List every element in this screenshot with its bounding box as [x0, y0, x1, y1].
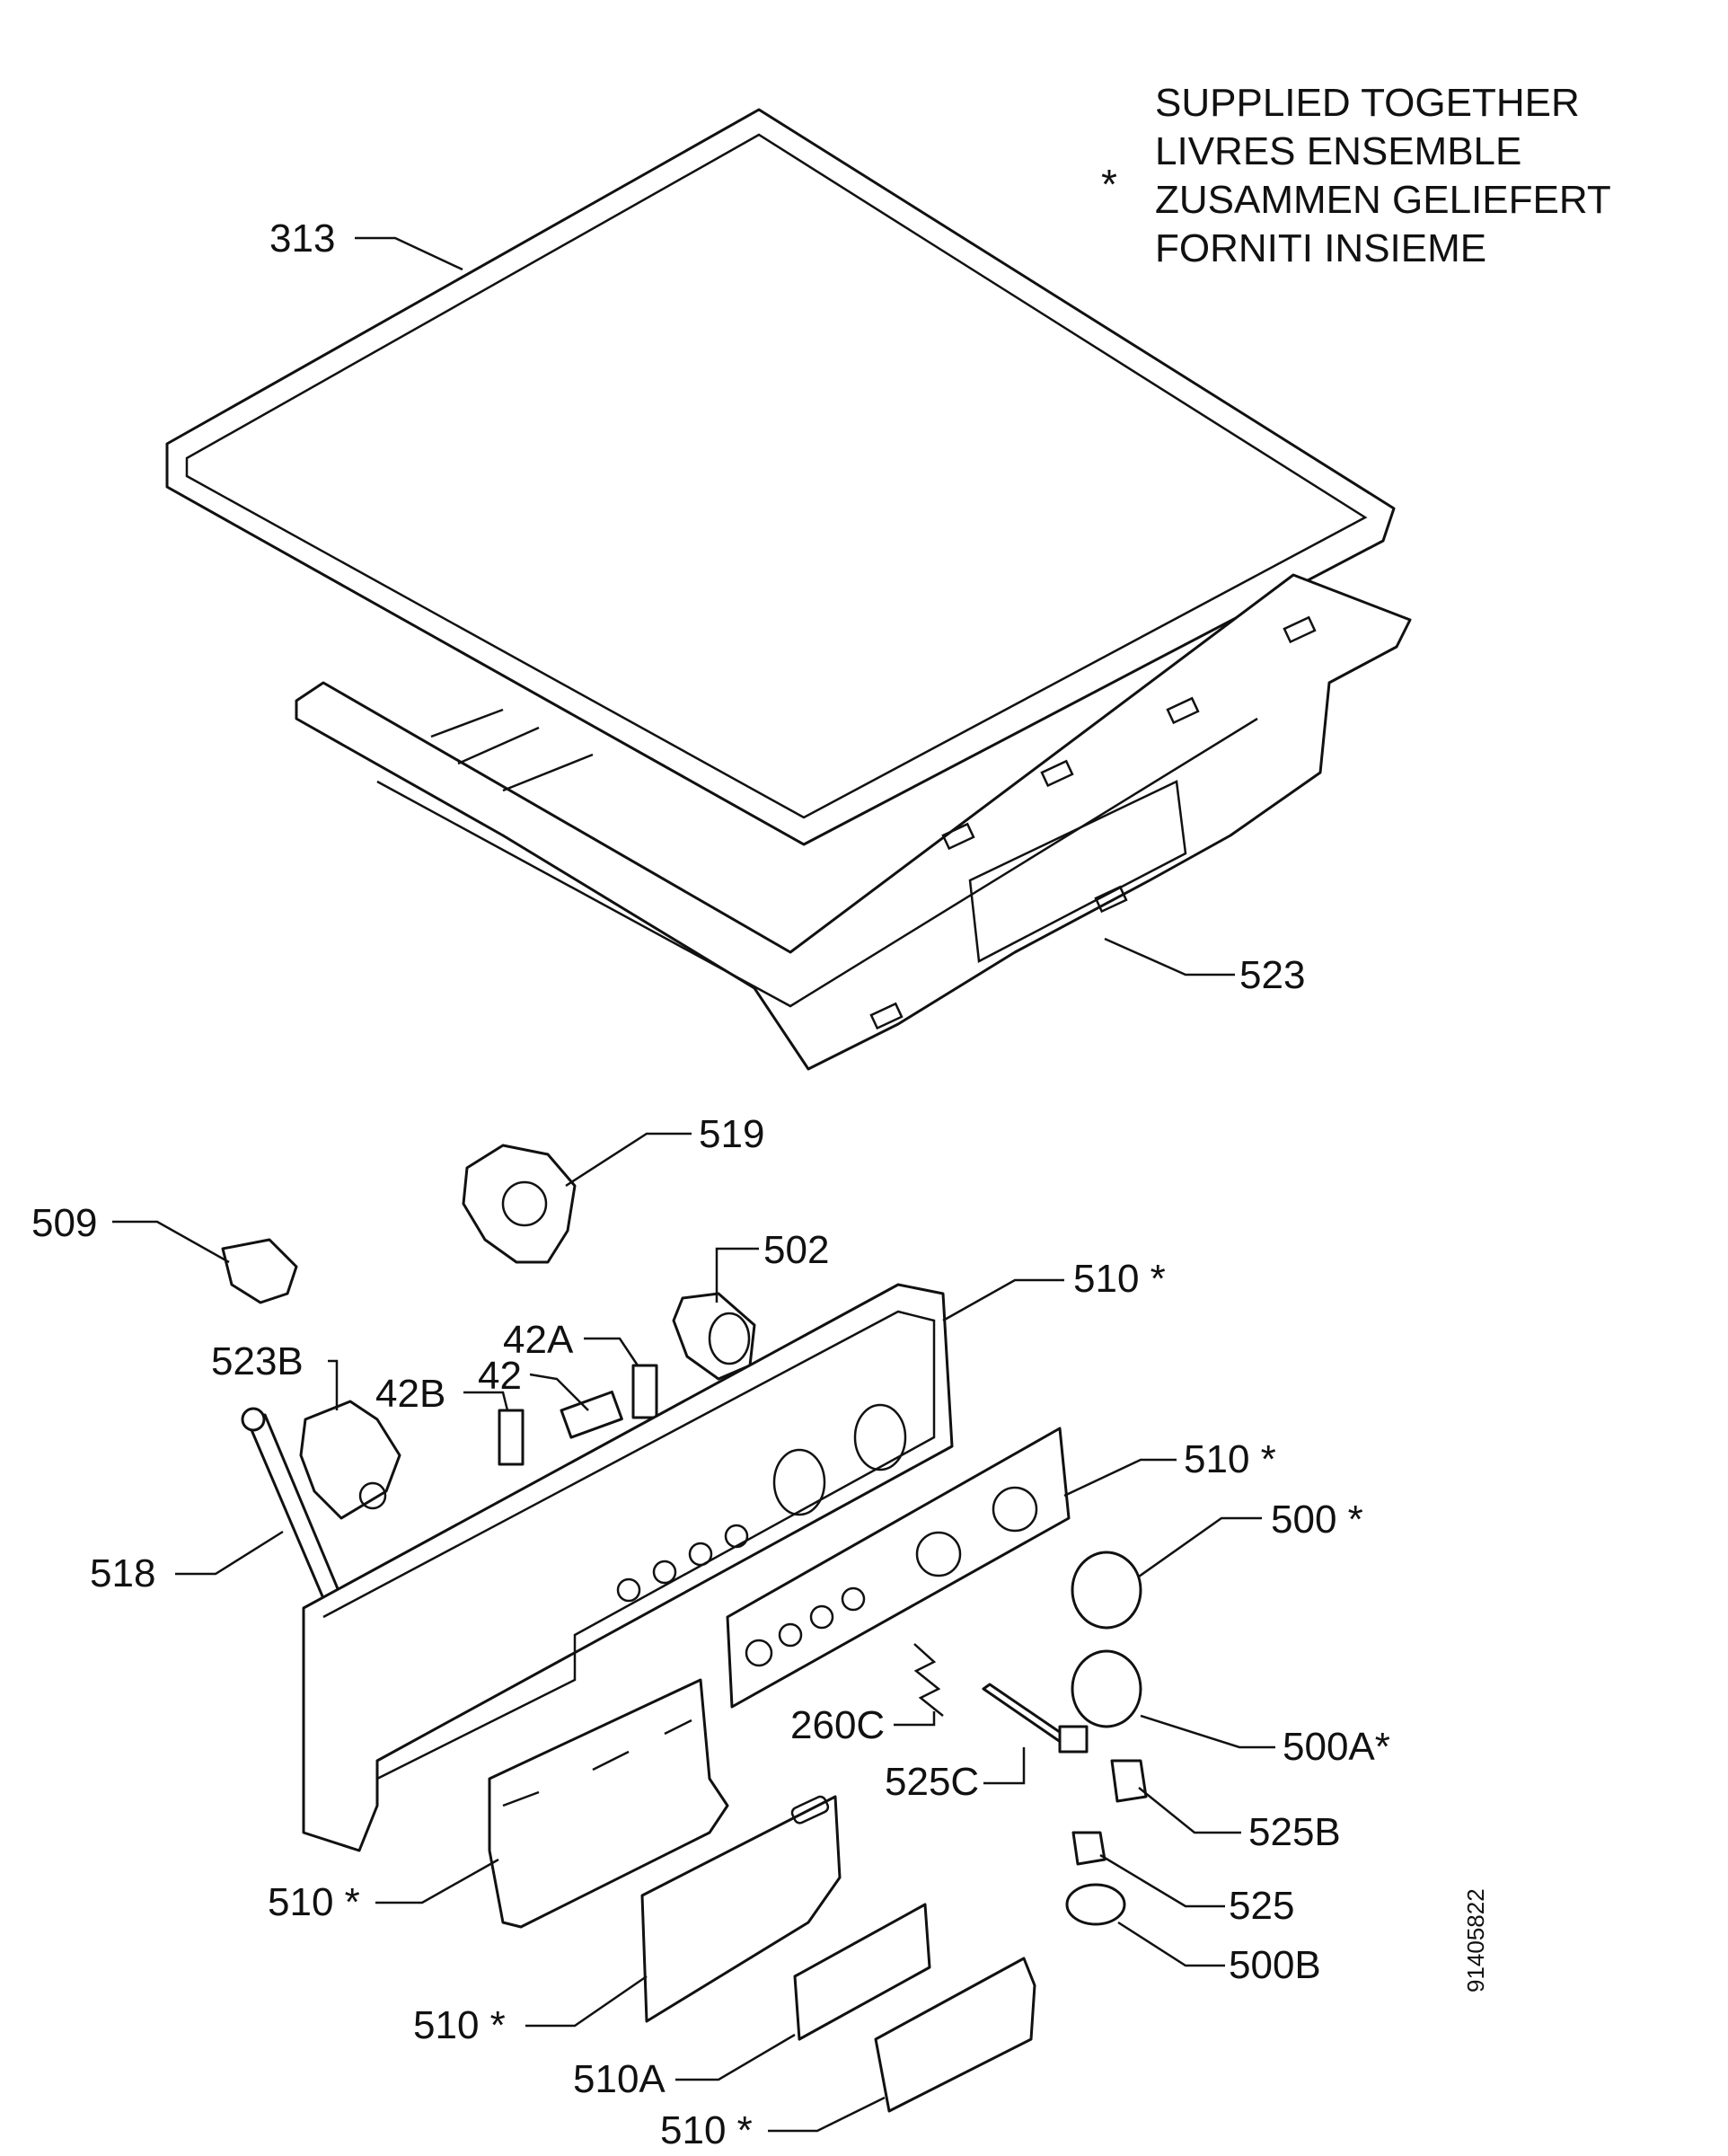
label-510-drawer: 510 *	[268, 1880, 360, 1924]
part-500-knobs	[1065, 1551, 1148, 1926]
document-number: 91405822	[1462, 1888, 1489, 1993]
supplied-together-note: SUPPLIED TOGETHER LIVRES ENSEMBLE ZUSAMM…	[1155, 79, 1611, 273]
part-510-plate	[726, 1427, 1071, 1709]
label-260c: 260C	[790, 1703, 886, 1747]
part-510-drawer	[488, 1678, 729, 1929]
part-510a	[793, 1903, 931, 2041]
part-510-panel	[302, 1283, 954, 1852]
note-line-fr: LIVRES ENSEMBLE	[1155, 129, 1522, 173]
note-line-en: SUPPLIED TOGETHER	[1155, 81, 1580, 125]
label-510a: 510A	[573, 2057, 666, 2101]
label-500b: 500B	[1229, 1943, 1321, 1987]
label-500a: 500A*	[1283, 1725, 1390, 1769]
part-519	[462, 1144, 577, 1264]
label-525: 525	[1229, 1884, 1295, 1928]
label-502: 502	[763, 1228, 830, 1272]
part-510-cover	[874, 1957, 1036, 2113]
part-510-handle	[640, 1795, 842, 2023]
part-260c-525c	[913, 1643, 1089, 1754]
label-510-panel: 510 *	[1073, 1257, 1166, 1301]
leader-lines	[112, 236, 1275, 2133]
label-500: 500 *	[1271, 1498, 1363, 1542]
label-523: 523	[1239, 953, 1306, 997]
label-42: 42	[478, 1354, 522, 1398]
part-313-worktop	[165, 108, 1396, 846]
label-518: 518	[90, 1551, 156, 1595]
label-525c: 525C	[885, 1760, 980, 1804]
note-line-it: FORNITI INSIEME	[1155, 226, 1487, 270]
part-42-switches	[498, 1364, 658, 1466]
label-519: 519	[699, 1112, 765, 1156]
note-asterisk: *	[1101, 161, 1117, 208]
label-510-cover: 510 *	[660, 2108, 753, 2152]
label-313: 313	[269, 216, 336, 261]
label-510-plate: 510 *	[1184, 1437, 1276, 1481]
part-509	[221, 1238, 298, 1304]
part-502	[672, 1292, 756, 1381]
label-525b: 525B	[1248, 1810, 1341, 1854]
label-510-handle: 510 *	[413, 2003, 506, 2047]
label-42b: 42B	[375, 1372, 446, 1416]
part-523b	[299, 1400, 401, 1520]
label-509: 509	[31, 1201, 98, 1245]
part-523-frame	[295, 573, 1412, 1071]
note-line-de: ZUSAMMEN GELIEFERT	[1155, 178, 1611, 222]
label-42a: 42A	[503, 1318, 574, 1362]
label-523b: 523B	[211, 1339, 304, 1383]
